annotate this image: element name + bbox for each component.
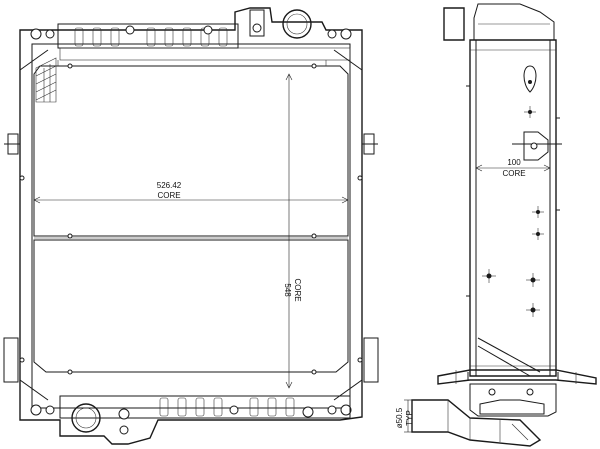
height-label: CORE xyxy=(293,278,302,301)
hatched-corner xyxy=(35,57,57,103)
core-lower xyxy=(33,239,349,373)
pipe-label: TYP xyxy=(405,410,414,426)
filler-neck xyxy=(282,9,312,39)
depth-label: CORE xyxy=(502,169,525,178)
bottom-tank xyxy=(59,395,351,419)
side-body xyxy=(469,39,557,377)
inner-frame xyxy=(31,43,351,409)
outlet-pipe xyxy=(71,403,101,433)
width-label: CORE xyxy=(157,191,180,200)
pipe-value: ø50.5 xyxy=(395,407,404,428)
side-top-inlet xyxy=(443,7,465,41)
mounting-holes xyxy=(30,28,352,416)
bottom-tank-slots xyxy=(159,397,295,417)
width-value: 526.42 xyxy=(157,181,182,190)
outer-frame xyxy=(19,7,363,445)
pipe-dimension: ø50.5 TYP xyxy=(395,399,414,433)
height-value: 548 xyxy=(283,283,292,297)
depth-value: 100 xyxy=(507,158,521,167)
side-bottom-flange xyxy=(437,369,597,385)
side-bottom-tank xyxy=(469,383,557,417)
side-outlet-pipe xyxy=(411,399,542,447)
side-view: 100 CORE ø50.5 TYP xyxy=(395,3,597,447)
side-fasteners xyxy=(482,106,544,317)
side-bracket xyxy=(512,131,562,161)
width-dimension: 526.42 CORE xyxy=(33,181,349,204)
side-brackets xyxy=(3,133,379,383)
side-keyhole xyxy=(523,65,537,93)
core-upper xyxy=(33,65,349,237)
depth-dimension: 100 CORE xyxy=(475,158,551,178)
front-view: 526.42 CORE 548 CORE xyxy=(3,7,379,445)
height-dimension: 548 CORE xyxy=(283,73,302,389)
top-fitting xyxy=(249,9,265,37)
